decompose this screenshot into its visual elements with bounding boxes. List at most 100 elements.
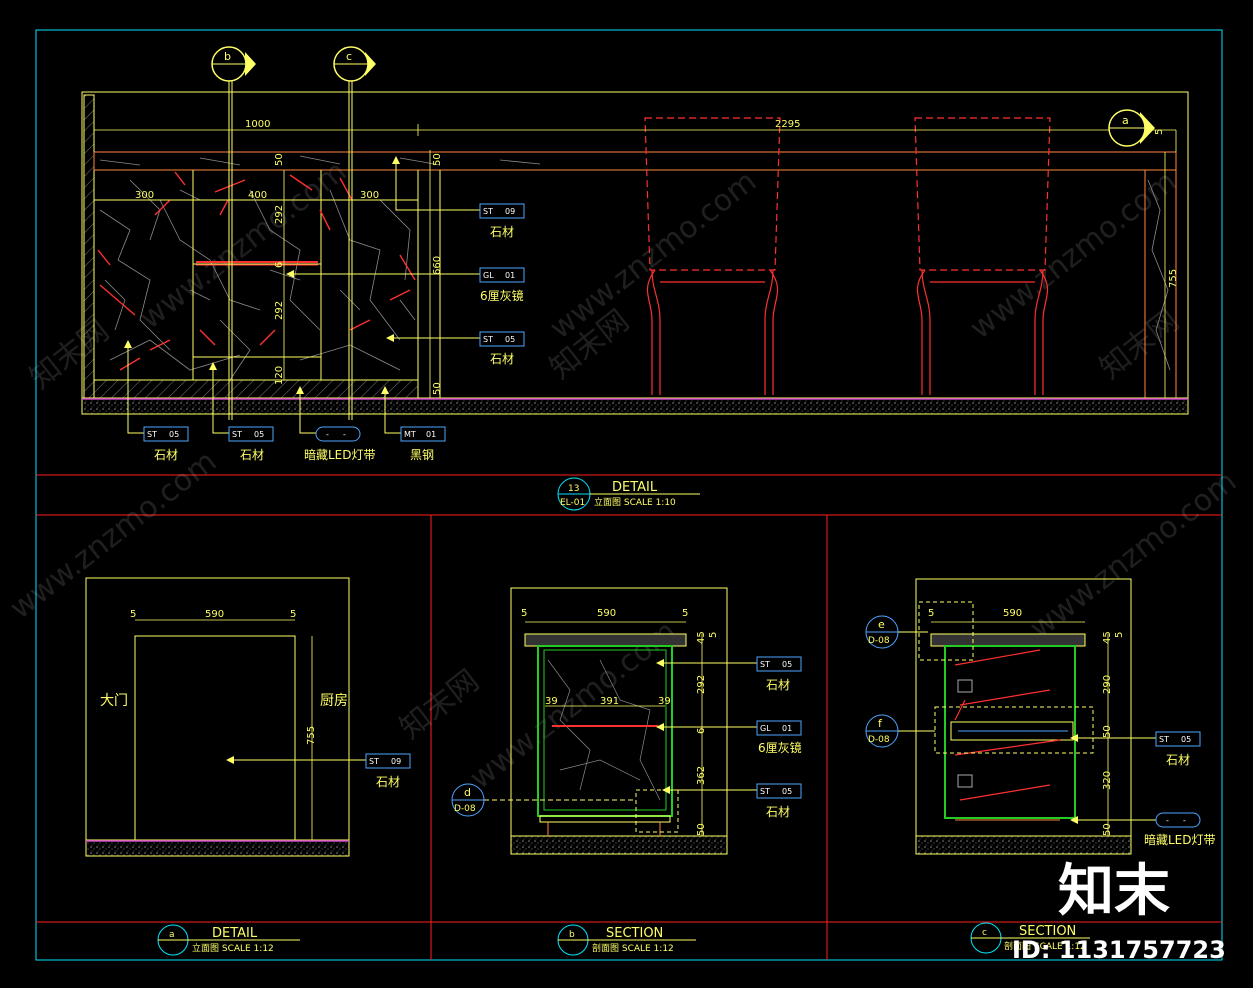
title-num: c: [982, 928, 987, 938]
dim-label: 590: [597, 608, 616, 619]
tag-code: ST: [483, 335, 493, 344]
dim-label: 5: [682, 608, 688, 619]
dim-label: 1000: [245, 119, 270, 130]
tag-code: ST: [1159, 735, 1169, 744]
watermark-url: www.znzmo.com: [1023, 464, 1243, 646]
tag-code: MT: [404, 430, 416, 439]
material-label: 石材: [154, 448, 178, 462]
dim-label: 5: [1154, 129, 1165, 135]
dim-label: 5: [928, 608, 934, 619]
section-marker-c: c: [333, 46, 376, 420]
tag-code: GL: [483, 271, 494, 280]
section-b-title: b SECTION 剖面图 SCALE 1:12: [557, 924, 696, 956]
drawing-frame: [35, 29, 1223, 961]
tag-code: -: [1166, 816, 1169, 825]
tag-code: ST: [483, 207, 493, 216]
room-label-left: 大门: [100, 693, 128, 709]
dim-label: 300: [135, 190, 154, 201]
tag-code: ST: [232, 430, 242, 439]
section-c-title: c SECTION 剖面图 SCALE 1:12: [970, 922, 1090, 954]
dim-label: 590: [205, 609, 224, 620]
material-label: 6厘灰镜: [758, 740, 802, 755]
tag-num: 01: [782, 724, 792, 733]
section-marker-a: a: [1108, 109, 1155, 147]
dim-label: 5: [1114, 632, 1125, 638]
bubble-letter: d: [464, 786, 471, 799]
bubble-ref: D-08: [868, 735, 890, 745]
dim-label: 5: [708, 632, 719, 638]
title-sub: 剖面图 SCALE 1:12: [592, 942, 674, 954]
dim-label: 300: [360, 190, 379, 201]
title-name: DETAIL: [612, 480, 658, 495]
room-label-right: 厨房: [320, 693, 348, 709]
dim-label: 50: [1102, 823, 1113, 836]
dim-label: 50: [696, 823, 707, 836]
material-label: 石材: [1166, 753, 1190, 767]
bottom-tag-st05: ST 05 石材: [209, 362, 274, 462]
dim-label: 50: [1102, 725, 1113, 738]
material-label: 黑钢: [410, 448, 434, 462]
material-label: 石材: [490, 225, 514, 239]
bubble-ref: D-08: [868, 636, 890, 646]
dim-label: 45: [696, 631, 707, 644]
title-name: SECTION: [606, 926, 663, 941]
section-marker-b: b: [211, 46, 256, 420]
dim-label: 292: [696, 675, 707, 694]
bar-stool: [644, 117, 781, 395]
bubble-letter: a: [1122, 114, 1129, 127]
dim-label: 6: [274, 262, 285, 268]
tag-num: 05: [169, 430, 179, 439]
stone-texture: [99, 155, 1171, 381]
callout-st09: ST 09 石材: [392, 156, 525, 239]
title-sub: 剖面图 SCALE 1:12: [1004, 940, 1086, 952]
callout-gl01: GL 01 6厘灰镜: [286, 267, 525, 303]
tag-code: GL: [760, 724, 771, 733]
tag-code: -: [326, 430, 329, 439]
tag-num: 05: [505, 335, 515, 344]
dim-label: 5: [290, 609, 296, 620]
material-label: 石材: [240, 448, 264, 462]
dim-label: 292: [274, 301, 285, 320]
bubble-letter: e: [878, 618, 885, 631]
dim-label: 50: [274, 153, 285, 166]
bubble-letter: c: [346, 50, 352, 63]
dim-label: 292: [274, 205, 285, 224]
dim-label: 2295: [775, 119, 800, 130]
title-ref: EL-01: [560, 498, 585, 508]
dim-label: 660: [432, 256, 443, 275]
dim-label: 39: [545, 696, 558, 707]
dim-label: 6: [696, 728, 707, 734]
dim-label: 391: [600, 696, 619, 707]
dim-label: 45: [1102, 631, 1113, 644]
material-label: 暗藏LED灯带: [304, 447, 376, 462]
callout-st05: ST 05 石材: [386, 331, 525, 366]
tag-num: 01: [426, 430, 436, 439]
tag-num: 05: [782, 787, 792, 796]
title-name: DETAIL: [212, 926, 258, 941]
brand-watermark: 知末: [1058, 859, 1170, 924]
watermark-cn: 知末网: [393, 663, 485, 746]
tag-num: 05: [254, 430, 264, 439]
tag-num: -: [343, 430, 346, 439]
bottom-tag-mt01: MT 01 黑钢: [381, 386, 446, 462]
bubble-letter: f: [878, 717, 883, 730]
dim-label: 400: [248, 190, 267, 201]
material-label: 暗藏LED灯带: [1144, 832, 1216, 847]
dim-label: 362: [696, 766, 707, 785]
title-sub: 立面图 SCALE 1:12: [192, 942, 274, 954]
detail-a-view: 5 590 5 755 大门 厨房 ST 09 石材 a DETAIL 立面图 …: [85, 577, 411, 956]
bottom-tag-st05: ST 05 石材: [124, 340, 189, 462]
dim-label: 39: [658, 696, 671, 707]
section-c-view: 5 590 5 45 290 50 320 50 e D-08 f D-08 S…: [865, 578, 1216, 954]
id-watermark: ID: 1131757723: [1012, 936, 1226, 964]
bottom-tag-led: - - 暗藏LED灯带: [296, 386, 376, 462]
tag-code: ST: [760, 660, 770, 669]
dim-label: 120: [274, 366, 285, 385]
elevation-title: 13 EL-01 DETAIL 立面图 SCALE 1:10: [557, 477, 700, 511]
mirror-reflection: [97, 171, 416, 371]
tag-code: ST: [147, 430, 157, 439]
material-label: 6厘灰镜: [480, 288, 524, 303]
dim-label: 320: [1102, 771, 1113, 790]
watermark-url: www.znzmo.com: [543, 164, 763, 346]
